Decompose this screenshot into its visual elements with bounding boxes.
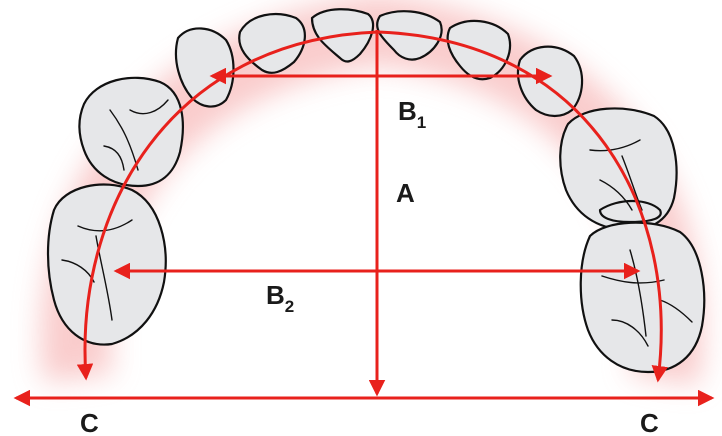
label-b2: B2 <box>266 280 294 316</box>
label-c-right: C <box>640 408 659 436</box>
tooth-icon <box>559 107 678 232</box>
teeth <box>46 8 706 374</box>
tooth-icon <box>174 27 235 108</box>
tooth-icon <box>46 183 167 346</box>
label-b1: B1 <box>398 96 426 132</box>
tooth-icon <box>579 221 706 374</box>
label-a: A <box>396 178 415 208</box>
label-c-left: C <box>80 408 99 436</box>
